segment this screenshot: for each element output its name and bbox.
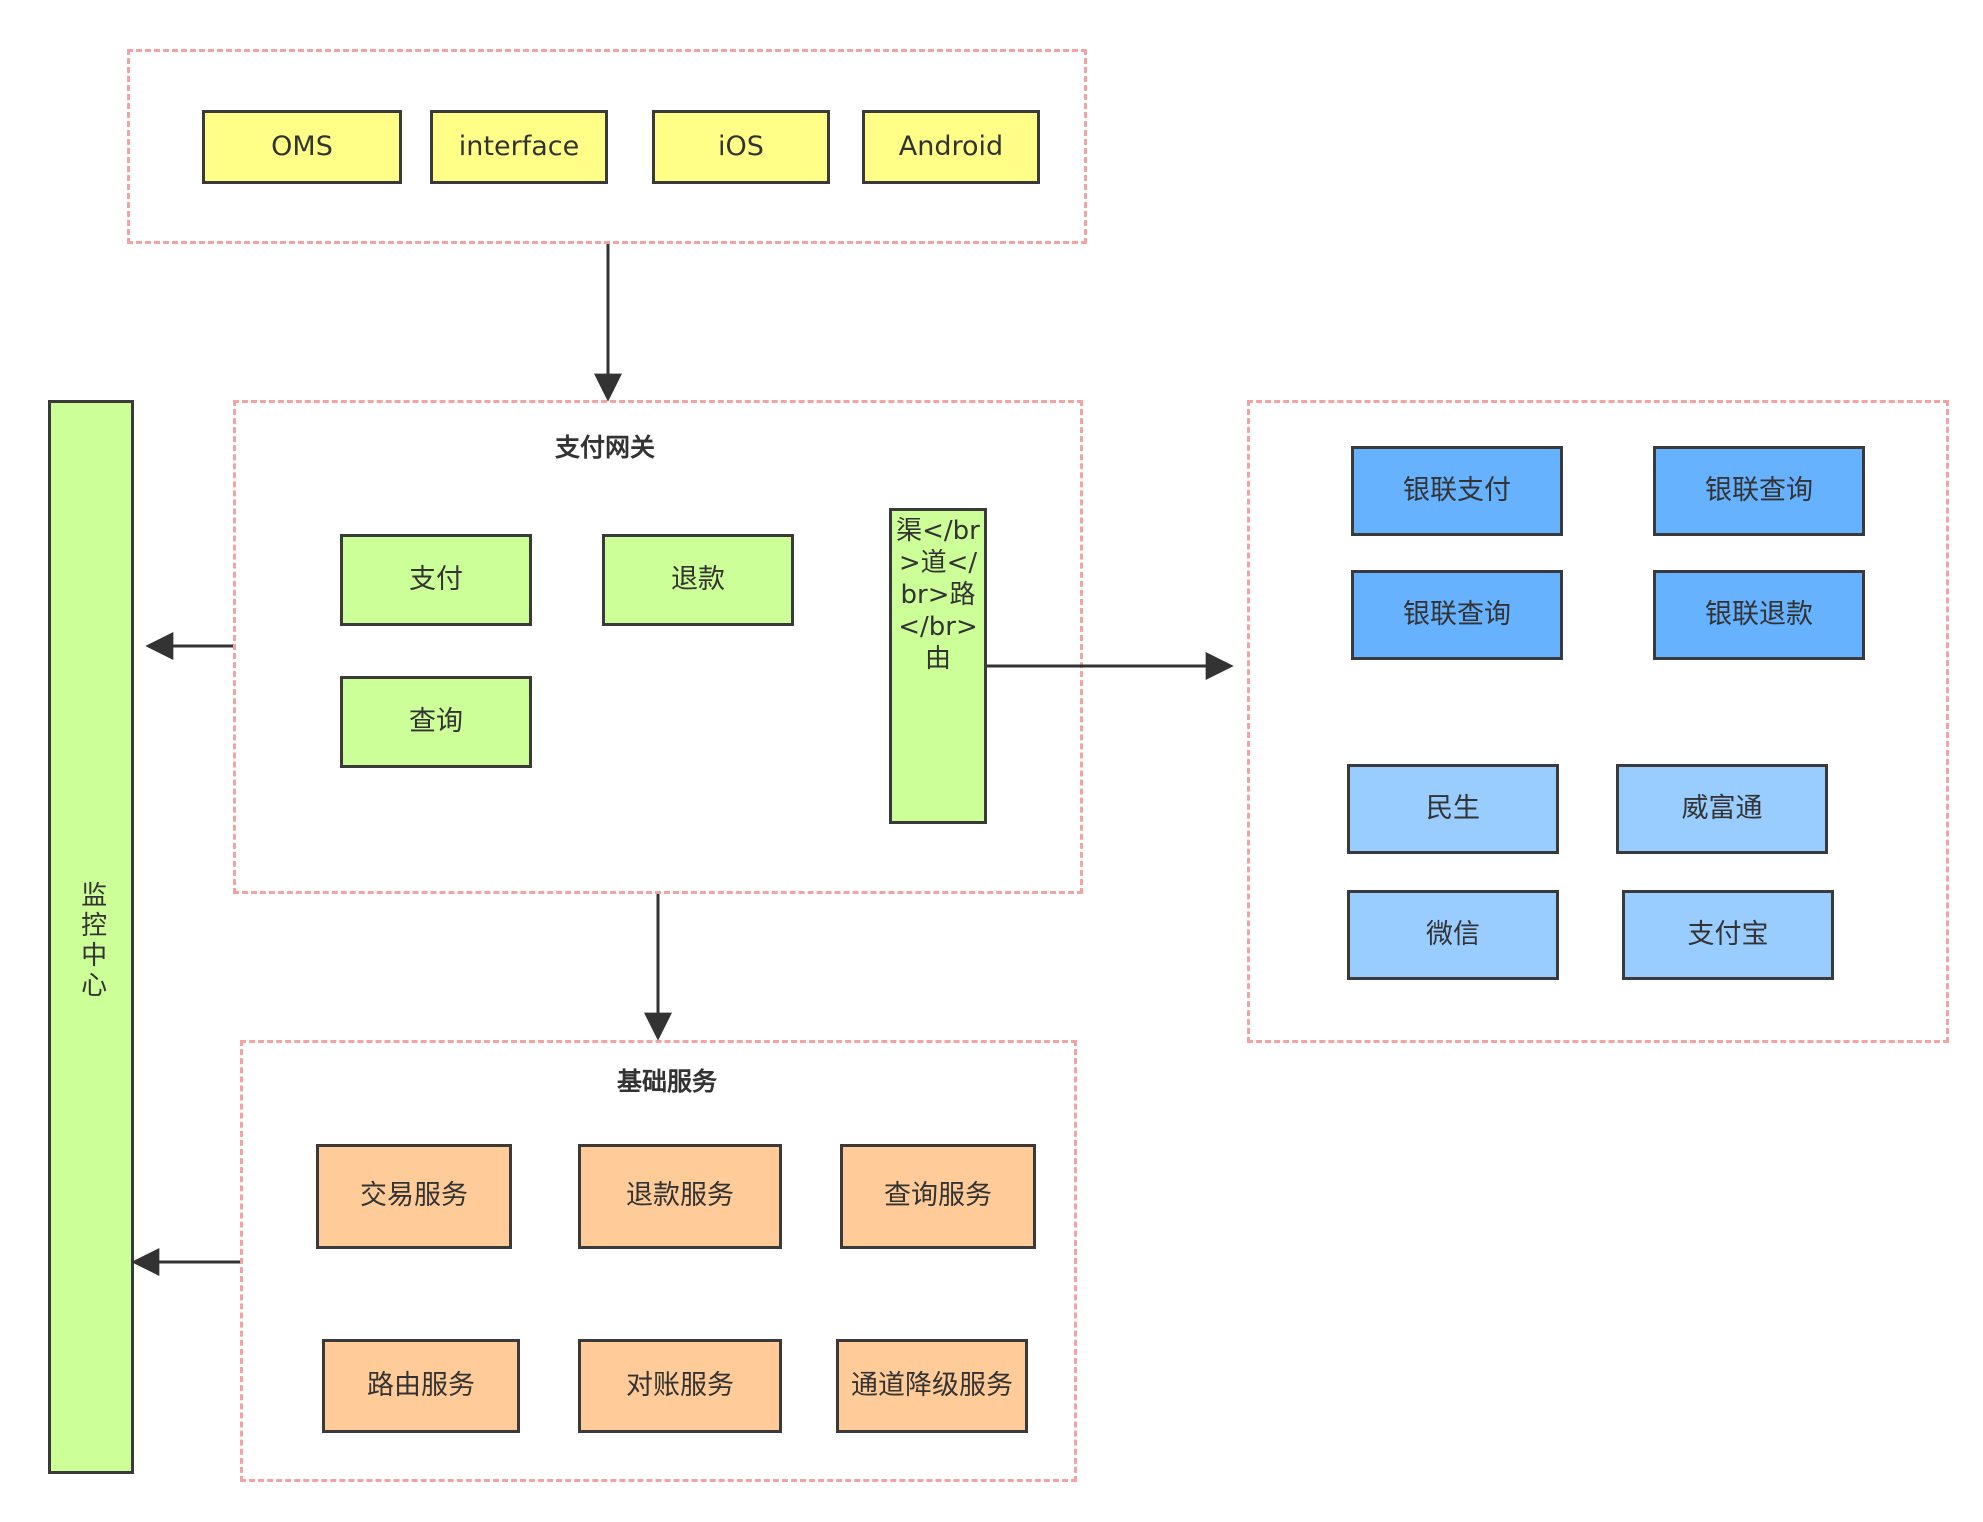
- gateway-title: 支付网关: [554, 433, 656, 462]
- service-refund: 退款服务: [578, 1144, 782, 1249]
- client-oms: OMS: [202, 110, 402, 184]
- channel-wechat: 微信: [1347, 890, 1559, 980]
- client-group: [127, 49, 1087, 244]
- gateway-pay: 支付: [340, 534, 532, 626]
- monitor-center: 监控中心: [48, 400, 134, 1474]
- base-service-title: 基础服务: [616, 1067, 718, 1096]
- client-interface: interface: [430, 110, 608, 184]
- gateway-group: [233, 400, 1083, 894]
- client-ios: iOS: [652, 110, 830, 184]
- channel-unionpay-query-2: 银联查询: [1351, 570, 1563, 660]
- monitor-center-label: 监控中心: [76, 881, 107, 1001]
- channel-router-label: 渠</br>道</br>路</br>由: [896, 516, 980, 674]
- service-query: 查询服务: [840, 1144, 1036, 1249]
- channel-router: 渠</br>道</br>路</br>由: [889, 508, 987, 824]
- service-routing: 路由服务: [322, 1339, 520, 1433]
- channel-swiftpass: 威富通: [1616, 764, 1828, 854]
- base-service-group: [240, 1040, 1077, 1482]
- gateway-query: 查询: [340, 676, 532, 768]
- channel-unionpay-pay: 银联支付: [1351, 446, 1563, 536]
- channel-minsheng: 民生: [1347, 764, 1559, 854]
- channel-unionpay-refund: 银联退款: [1653, 570, 1865, 660]
- channel-alipay: 支付宝: [1622, 890, 1834, 980]
- gateway-refund: 退款: [602, 534, 794, 626]
- client-android: Android: [862, 110, 1040, 184]
- channel-group: [1247, 400, 1949, 1043]
- channel-unionpay-query: 银联查询: [1653, 446, 1865, 536]
- service-channel-degrade: 通道降级服务: [836, 1339, 1028, 1433]
- service-trade: 交易服务: [316, 1144, 512, 1249]
- service-reconciliation: 对账服务: [578, 1339, 782, 1433]
